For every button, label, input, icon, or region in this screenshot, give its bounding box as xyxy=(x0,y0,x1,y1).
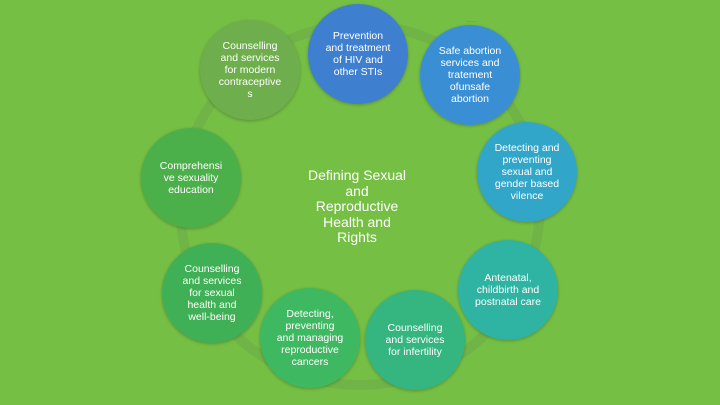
node-sexual-health: Counselling and services for sexual heal… xyxy=(162,243,262,343)
node-infertility-label: Counselling and services for infertility xyxy=(385,322,445,358)
node-gender-violence-label: Detecting and preventing sexual and gend… xyxy=(494,142,560,202)
node-reproductive-cancers: Detecting, preventing and managing repro… xyxy=(260,288,360,388)
node-contraceptives: Counselling and services for modern cont… xyxy=(200,20,300,120)
node-safe-abortion: Safe abortion services and tratement ofu… xyxy=(420,25,520,125)
node-sexuality-education-label: Comprehensi ve sexuality education xyxy=(159,160,223,196)
node-hiv-sti: Prevention and treatment of HIV and othe… xyxy=(308,4,408,104)
node-contraceptives-label: Counselling and services for modern cont… xyxy=(218,40,282,100)
node-sexuality-education: Comprehensi ve sexuality education xyxy=(141,128,241,228)
node-sexual-health-label: Counselling and services for sexual heal… xyxy=(182,263,242,323)
node-safe-abortion-label: Safe abortion services and tratement ofu… xyxy=(438,45,502,105)
node-infertility: Counselling and services for infertility xyxy=(365,290,465,390)
node-reproductive-cancers-label: Detecting, preventing and managing repro… xyxy=(276,308,344,368)
node-gender-violence: Detecting and preventing sexual and gend… xyxy=(477,122,577,222)
node-hiv-sti-label: Prevention and treatment of HIV and othe… xyxy=(325,30,391,78)
center-title: Defining Sexual and Reproductive Health … xyxy=(307,167,407,245)
node-antenatal-care-label: Antenatal, childbirth and postnatal care xyxy=(475,272,541,308)
decorative-tick xyxy=(466,21,476,22)
node-antenatal-care: Antenatal, childbirth and postnatal care xyxy=(458,240,558,340)
